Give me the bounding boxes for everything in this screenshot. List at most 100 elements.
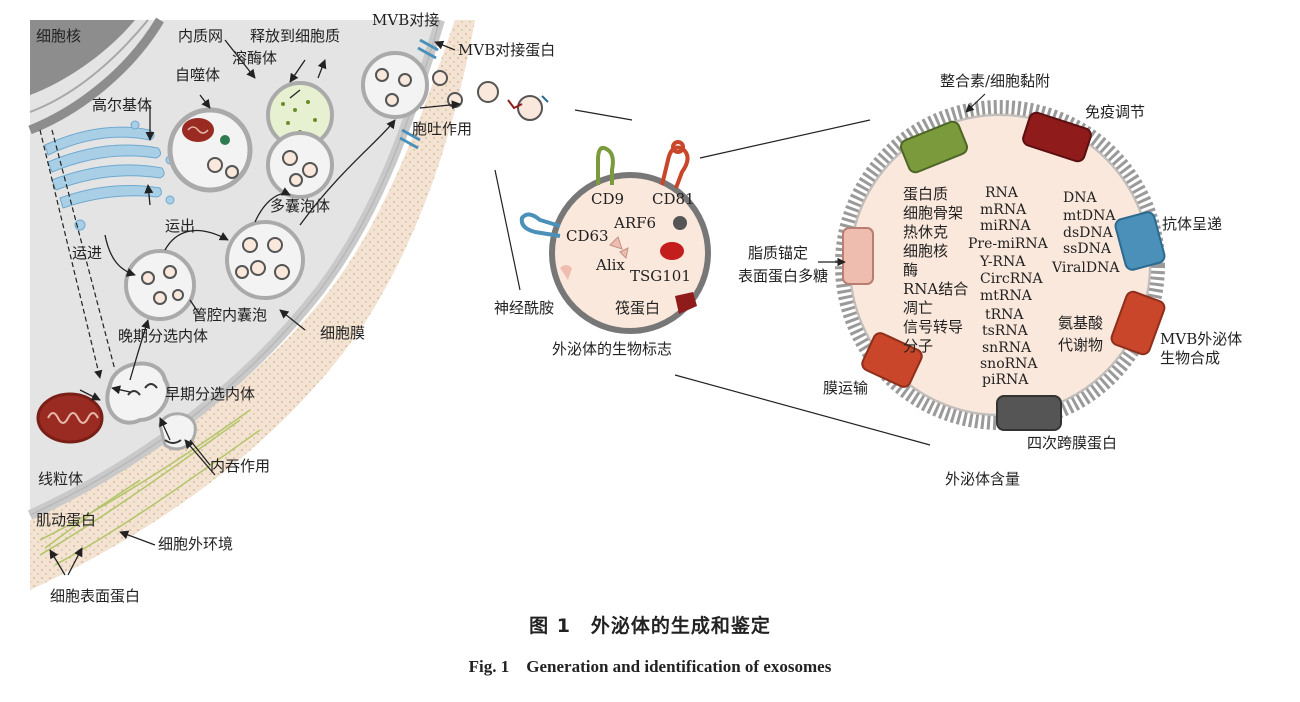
biomarker-exosome: CD9 CD81 ARF6 CD63 Alix TSG101 筏蛋白 神经酰胺 … — [494, 140, 711, 358]
label-gpi-1: 脂质锚定 — [748, 244, 808, 262]
label-tetraspanin: 四次跨膜蛋白 — [1027, 434, 1117, 452]
connector-lines — [494, 109, 931, 446]
svg-text:细胞核: 细胞核 — [903, 242, 948, 260]
integrin-protein — [900, 120, 968, 174]
gpi-protein — [842, 227, 874, 285]
svg-text:Y-RNA: Y-RNA — [979, 254, 1026, 270]
svg-text:Pre-miRNA: Pre-miRNA — [968, 236, 1049, 252]
tsg101-marker — [660, 242, 684, 260]
label-actin: 肌动蛋白 — [36, 511, 96, 529]
svg-text:氨基酸: 氨基酸 — [1058, 314, 1103, 332]
content-title: 外泌体含量 — [945, 470, 1020, 488]
label-late-endosome: 晚期分选内体 — [118, 327, 208, 345]
svg-text:代谢物: 代谢物 — [1058, 336, 1103, 354]
label-mvb: 多囊泡体 — [270, 197, 330, 215]
svg-text:mtDNA: mtDNA — [1063, 208, 1116, 224]
label-cd81: CD81 — [652, 190, 695, 208]
label-mvb-bio-1: MVB外泌体 — [1160, 330, 1242, 348]
svg-text:mRNA: mRNA — [980, 202, 1027, 218]
svg-text:tsRNA: tsRNA — [982, 323, 1029, 339]
caption-chinese: 图 1 外泌体的生成和鉴定 — [529, 615, 771, 637]
label-membrane: 细胞膜 — [320, 324, 365, 342]
protein-list: 蛋白质 细胞骨架 热休克 细胞核 酶 RNA结合 凋亡 信号转导 分子 — [903, 185, 968, 355]
svg-text:酶: 酶 — [903, 261, 918, 279]
label-exocytosis: 胞吐作用 — [412, 120, 472, 138]
golgi — [44, 120, 175, 231]
flotillin-marker — [675, 292, 697, 314]
label-gpi-2: 表面蛋白多糖 — [738, 267, 828, 285]
metabolite-list: 氨基酸 代谢物 — [1058, 314, 1103, 354]
label-transport-in: 运进 — [72, 244, 102, 262]
antigen-protein — [1114, 211, 1166, 271]
multivesicular-body — [225, 220, 305, 300]
nucleus — [28, 17, 164, 135]
extracellular-dots — [30, 20, 475, 590]
cd81-protein — [660, 140, 690, 189]
early-sorting-endosome — [105, 361, 171, 425]
label-extracellular: 细胞外环境 — [158, 535, 233, 553]
svg-text:凋亡: 凋亡 — [903, 299, 933, 317]
svg-text:miRNA: miRNA — [980, 218, 1032, 234]
svg-text:snRNA: snRNA — [982, 340, 1032, 356]
svg-text:热休克: 热休克 — [903, 223, 948, 241]
label-mvb-docking: MVB对接 — [372, 11, 439, 29]
label-arf6: ARF6 — [613, 214, 656, 232]
dna-list: DNA mtDNA dsDNA ssDNA ViralDNA — [1051, 190, 1120, 276]
label-lysosome: 溶酶体 — [232, 49, 277, 67]
autophagosome — [167, 107, 253, 193]
label-cd63: CD63 — [566, 227, 609, 245]
svg-text:ViralDNA: ViralDNA — [1051, 260, 1120, 276]
label-mitochondria: 线粒体 — [38, 470, 83, 488]
label-immune: 免疫调节 — [1085, 103, 1145, 121]
immune-protein — [1022, 111, 1092, 163]
svg-text:ssDNA: ssDNA — [1063, 241, 1112, 257]
rna-list: RNA mRNA miRNA Pre-miRNA Y-RNA CircRNA m… — [968, 185, 1049, 388]
tetraspanin-protein — [996, 395, 1062, 431]
svg-text:分子: 分子 — [903, 337, 933, 355]
label-flotillin: 筏蛋白 — [615, 299, 660, 317]
label-surface-protein: 细胞表面蛋白 — [50, 587, 140, 605]
mvb-biosynthesis-protein — [1110, 290, 1166, 356]
cd9-protein — [596, 146, 615, 185]
label-mvb-bio-2: 生物合成 — [1160, 349, 1220, 367]
label-autophagosome: 自噬体 — [175, 66, 220, 84]
svg-text:dsDNA: dsDNA — [1063, 225, 1114, 241]
cell-panel: 细胞核 内质网 释放到细胞质 溶酶体 自噬体 高尔基体 运出 运进 多囊泡体 管… — [27, 11, 555, 605]
exocytosis-vesicles — [361, 51, 549, 121]
label-antigen: 抗体呈递 — [1162, 215, 1222, 233]
svg-text:CircRNA: CircRNA — [980, 271, 1044, 287]
label-golgi: 高尔基体 — [92, 96, 152, 114]
label-transport-out: 运出 — [165, 217, 195, 235]
svg-text:蛋白质: 蛋白质 — [903, 185, 948, 203]
endocytosis-vesicle — [158, 412, 197, 451]
label-integrin: 整合素/细胞黏附 — [940, 72, 1050, 90]
label-nucleus: 细胞核 — [36, 27, 81, 45]
label-ilv: 管腔内囊泡 — [192, 306, 267, 324]
caption-english: Fig. 1 Generation and identification of … — [468, 657, 832, 676]
membrane-transport-protein — [861, 332, 923, 388]
svg-text:piRNA: piRNA — [982, 372, 1029, 388]
arf6-marker — [673, 216, 687, 230]
label-tsg101: TSG101 — [630, 267, 691, 285]
label-ceramide: 神经酰胺 — [494, 299, 554, 317]
mitochondria — [36, 392, 104, 444]
svg-text:细胞骨架: 细胞骨架 — [903, 204, 963, 222]
label-early-endosome: 早期分选内体 — [165, 385, 255, 403]
svg-text:DNA: DNA — [1063, 190, 1097, 206]
cd63-protein — [519, 212, 561, 238]
biomarker-title: 外泌体的生物标志 — [552, 340, 672, 358]
label-er: 内质网 — [178, 27, 223, 45]
svg-text:信号转导: 信号转导 — [903, 318, 963, 336]
late-sorting-endosome — [124, 249, 196, 321]
svg-text:mtRNA: mtRNA — [980, 288, 1033, 304]
alix-marker — [609, 236, 629, 260]
lysosome — [266, 81, 334, 199]
label-cd9: CD9 — [591, 190, 624, 208]
ceramide-marker — [560, 265, 572, 280]
svg-text:RNA结合: RNA结合 — [903, 280, 968, 298]
label-mvb-docking-protein: MVB对接蛋白 — [458, 41, 555, 59]
svg-text:tRNA: tRNA — [985, 307, 1024, 323]
content-exosome: 蛋白质 细胞骨架 热休克 细胞核 酶 RNA结合 凋亡 信号转导 分子 RNA … — [738, 72, 1242, 488]
label-endocytosis: 内吞作用 — [210, 457, 270, 475]
